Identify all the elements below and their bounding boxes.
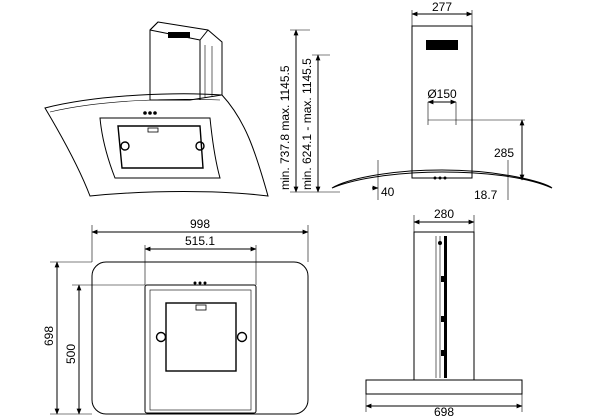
filter-panel <box>99 117 221 179</box>
light-icon <box>147 127 159 133</box>
height-range-chimney-label: min. 624.1 - max. 1145.5 <box>300 58 314 190</box>
top-lamp-right-icon <box>236 331 248 343</box>
height-range-front-label: min. 737.8 max. 1145.5 <box>278 65 292 190</box>
total-depth-label: 698 <box>42 326 56 346</box>
top-inner-panel <box>144 284 257 414</box>
top-lamp-left-icon <box>155 331 167 343</box>
canopy-thickness-label: 18.7 <box>474 188 498 202</box>
glass-canopy <box>44 93 269 197</box>
inner-depth-label: 500 <box>64 344 78 364</box>
lamp-right-icon <box>195 141 205 151</box>
chimney-width-bottom-label: 280 <box>434 207 454 221</box>
side-profile-view: 280 698 <box>365 207 523 419</box>
perspective-view <box>44 21 269 197</box>
filter-grille <box>117 125 204 169</box>
top-filter-grille <box>165 302 237 372</box>
side-offset-left-label: 40 <box>381 185 395 199</box>
front-canopy <box>331 169 553 189</box>
vent-grille-icon <box>168 32 190 38</box>
canopy-depth-label: 285 <box>494 146 514 160</box>
base-width-label: 698 <box>434 405 454 419</box>
inner-panel-width-label: 515.1 <box>185 234 215 248</box>
lamp-left-icon <box>120 141 130 151</box>
total-width-label: 998 <box>190 217 210 231</box>
top-outer-panel <box>91 261 309 415</box>
top-view: 998 515.1 698 500 <box>42 217 309 415</box>
top-chimney-width-label: 277 <box>432 0 452 14</box>
side-view: min. 737.8 max. 1145.5 min. 624.1 - max.… <box>278 29 340 193</box>
front-vent-icon <box>426 40 458 50</box>
top-light-icon <box>195 304 207 311</box>
duct-diameter-label: Ø150 <box>427 87 457 101</box>
front-chimney <box>411 25 473 179</box>
chimney-front <box>149 21 223 101</box>
front-view: 277 Ø150 285 40 18.7 <box>331 0 553 202</box>
profile-base <box>365 379 523 395</box>
